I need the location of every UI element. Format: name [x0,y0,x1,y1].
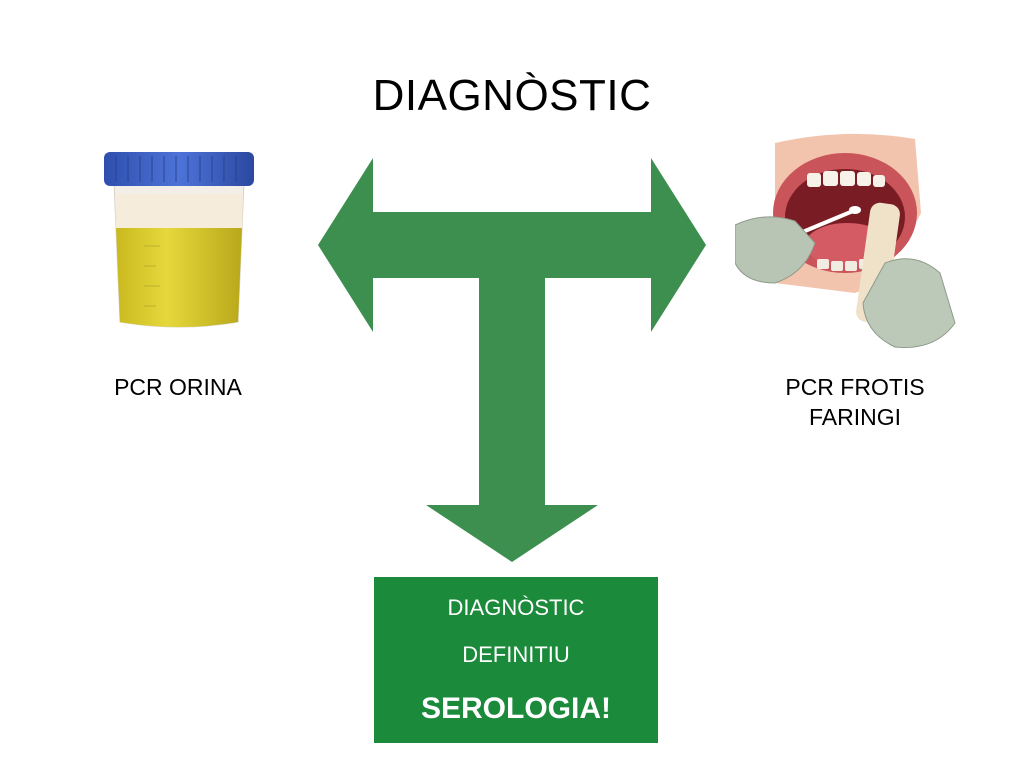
pcr-orina-label: PCR ORINA [114,374,242,400]
slide-title: DIAGNÒSTIC [372,71,652,120]
pcr-frotis-label-line1: PCR FROTIS [785,374,925,400]
pcr-frotis-label-line2: FARINGI [808,404,901,430]
definitive-diagnosis-box: DIAGNÒSTIC DEFINITIU SEROLOGIA! [374,577,658,743]
urine-sample-cup-icon [104,152,254,328]
throat-swab-icon [735,133,956,348]
result-line-serologia: SEROLOGIA! [420,692,611,725]
result-line-definitiu: DEFINITIU [462,642,570,667]
pcr-frotis-faringi-label: PCR FROTIS FARINGI [745,372,965,432]
result-line-diagnostic: DIAGNÒSTIC [447,595,585,620]
three-way-arrow-shape [318,158,706,562]
